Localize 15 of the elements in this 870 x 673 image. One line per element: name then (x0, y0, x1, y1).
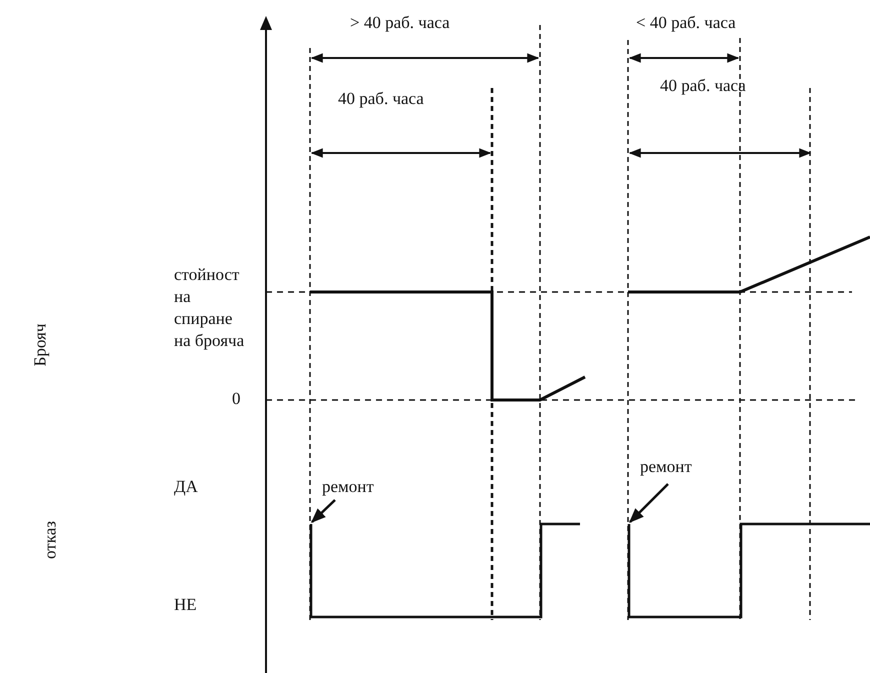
annotation-text: ремонт (640, 456, 692, 478)
fault-signal-trace (310, 522, 870, 618)
text-label: 40 раб. часа (338, 88, 425, 110)
text-label: < 40 раб. часа (636, 12, 737, 34)
leader-arrow (628, 483, 669, 524)
text-label: стойност на спиране на брояча (174, 264, 246, 352)
axis-label: отказ (42, 521, 58, 559)
text-label: ДА (174, 476, 199, 498)
text-label: 0 (232, 388, 242, 410)
axis-label: Брояч (32, 324, 48, 366)
text-label: > 40 раб. часа (350, 12, 451, 34)
text-label: НЕ (174, 594, 198, 616)
annotation-text: ремонт (322, 476, 374, 498)
text-label: 40 раб. часа (660, 75, 747, 97)
leader-arrow (310, 499, 336, 524)
